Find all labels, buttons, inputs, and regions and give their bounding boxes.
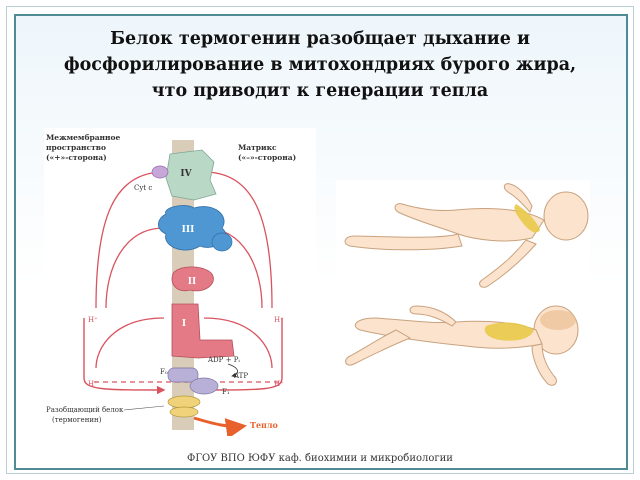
cyt-c-label: Cyt c bbox=[134, 184, 152, 192]
intermembrane-heading: Межмембранное пространство («+»-сторона) bbox=[46, 133, 123, 162]
complex-ii bbox=[171, 266, 214, 292]
proton-loop-iv-left bbox=[95, 171, 165, 309]
matrix-heading: Матрикс («–»-сторона) bbox=[238, 143, 296, 162]
atp-synthase-f0 bbox=[167, 367, 199, 383]
slide-footer: ФГОУ ВПО ЮФУ каф. биохимии и микробиолог… bbox=[187, 453, 453, 464]
uncoupler-label: Разобщающий белок (термогенин) bbox=[46, 406, 126, 424]
f0-label: F₀ bbox=[160, 368, 168, 376]
infant-svg bbox=[344, 183, 589, 386]
h-plus-left-label: H⁺ bbox=[88, 316, 98, 324]
title-line-3: что приводит к генерации тепла bbox=[151, 81, 489, 101]
complex-iii-label: III bbox=[182, 225, 195, 235]
cyt-c bbox=[151, 165, 169, 179]
f1-label: F₁ bbox=[222, 388, 230, 396]
respiratory-chain-svg: IV Cyt c III II I F₀ F₁ ADP + Pᵢ ATP Теп… bbox=[46, 133, 296, 439]
h-plus-right-label-lower: H⁺ bbox=[274, 380, 284, 388]
thermogenin-diagram: IV Cyt c III II I F₀ F₁ ADP + Pᵢ ATP Теп… bbox=[44, 128, 316, 439]
infant-illustrations bbox=[336, 180, 590, 396]
title-line-1: Белок термогенин разобщает дыхание и bbox=[110, 29, 530, 49]
adp-pi-label: ADP + Pᵢ bbox=[207, 356, 240, 364]
h-plus-right-label: H⁺ bbox=[274, 316, 284, 324]
complex-iv bbox=[165, 149, 217, 201]
atp-synthase-f1 bbox=[189, 377, 219, 395]
brown-fat-back bbox=[484, 322, 534, 341]
complex-i bbox=[171, 303, 235, 359]
h-plus-left-label-lower: H⁺ bbox=[88, 380, 98, 388]
proton-loop-iv-right bbox=[203, 171, 273, 309]
heat-label: Тепло bbox=[250, 420, 279, 430]
heat-arrow bbox=[193, 416, 247, 439]
infant-front-view bbox=[344, 183, 589, 288]
thermogenin-protein bbox=[167, 395, 201, 409]
proton-loop-iii-left bbox=[105, 227, 165, 309]
atp-label: ATP bbox=[233, 372, 248, 380]
title-line-2: фосфорилирование в митохондриях бурого ж… bbox=[63, 55, 577, 75]
slide-outer-frame bbox=[6, 6, 634, 474]
complex-ii-label: II bbox=[188, 277, 196, 287]
complex-iv-label: IV bbox=[180, 169, 192, 179]
complex-i-label: I bbox=[182, 319, 186, 329]
slide-title: Белок термогенин разобщает дыхание и фос… bbox=[30, 26, 610, 104]
infant-hair bbox=[540, 310, 576, 330]
brown-fat-front bbox=[514, 204, 540, 233]
